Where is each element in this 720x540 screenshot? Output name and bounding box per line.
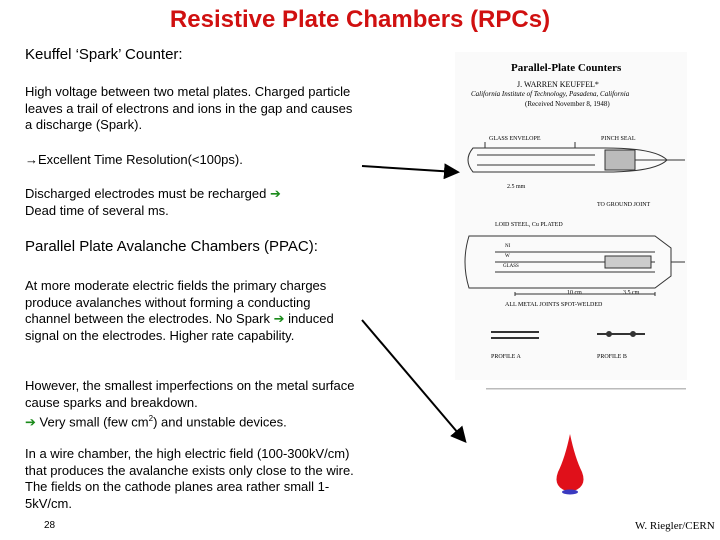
steel-counter-drawing: [464, 235, 685, 296]
paragraph-wire-chamber: In a wire chamber, the high electric fie…: [25, 446, 354, 511]
arrow-icon: ➔: [25, 414, 36, 430]
keuffel-figure: Parallel-Plate Counters J. WARREN KEUFFE…: [455, 52, 687, 380]
paragraph-time-resolution: →Excellent Time Resolution(<100ps).: [25, 152, 243, 167]
slide-title: Resistive Plate Chambers (RPCs): [169, 6, 551, 33]
paragraph-dead-time: Discharged electrodes must be recharged …: [25, 186, 281, 218]
paper-received: (Received November 8, 1948): [525, 100, 610, 108]
paper-author: J. WARREN KEUFFEL*: [517, 80, 599, 89]
avalanche-drop-icon: [556, 434, 584, 492]
paragraph-imperfections: However, the smallest imperfections on t…: [25, 378, 355, 430]
arrow-icon: ➔: [269, 186, 281, 201]
page-number: 28: [44, 520, 56, 531]
paper-title: Parallel-Plate Counters: [511, 62, 622, 74]
counter-drawings: [464, 142, 685, 339]
heading-keuffel: Keuffel ‘Spark’ Counter:: [25, 46, 183, 63]
heading-ppac: Parallel Plate Avalanche Chambers (PPAC)…: [25, 238, 318, 255]
paper-affiliation: California Institute of Technology, Pasa…: [471, 90, 630, 98]
glass-counter-drawing: [467, 142, 685, 173]
arrow-icon: ➔: [273, 311, 285, 326]
avalanche-drop-illustration: [486, 388, 686, 516]
paragraph-spark: High voltage between two metal plates. C…: [25, 84, 353, 132]
pointer-arrow-spark: [361, 163, 460, 180]
profile-drawings: [491, 331, 645, 339]
arrow-icon: →: [25, 152, 38, 167]
pointer-arrow-ppac: [361, 319, 467, 444]
footer-author: W. Riegler/CERN: [635, 520, 715, 532]
paragraph-avalanche: At more moderate electric fields the pri…: [25, 278, 334, 343]
